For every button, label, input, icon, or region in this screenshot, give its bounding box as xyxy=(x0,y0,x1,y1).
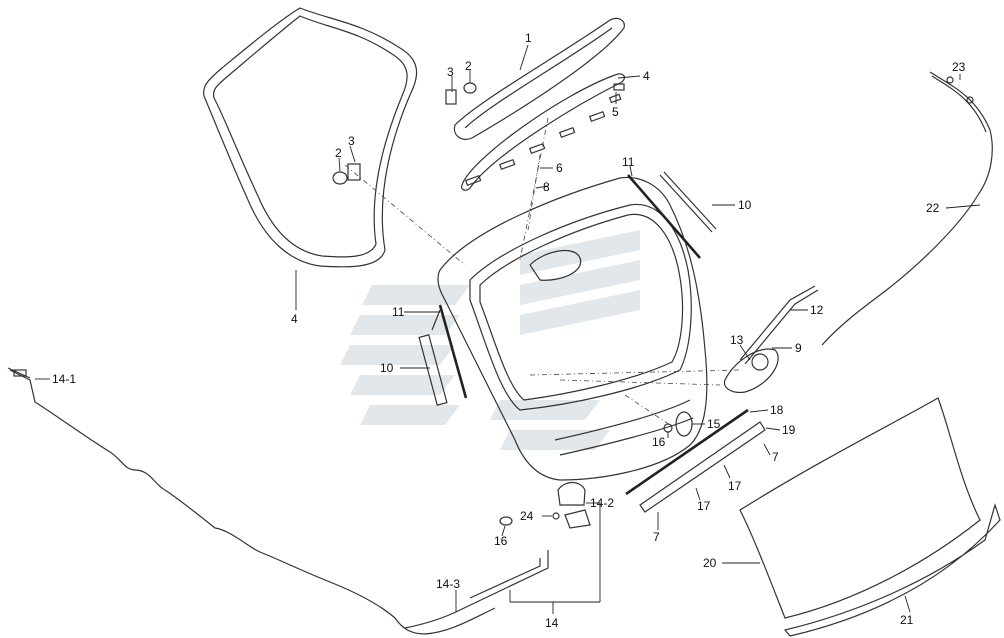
washer-hose xyxy=(821,71,993,346)
release-cable xyxy=(7,367,496,635)
tailgate-panel xyxy=(437,176,708,481)
label-9: 9 xyxy=(795,341,802,355)
label-20: 20 xyxy=(703,556,717,570)
label-17-lower: 17 xyxy=(697,499,711,513)
label-6: 6 xyxy=(556,161,563,175)
stay-11-right xyxy=(627,174,701,259)
label-12: 12 xyxy=(810,303,824,317)
label-5: 5 xyxy=(612,105,619,119)
garnish-18 xyxy=(625,408,749,496)
weatherstrip-seal xyxy=(203,7,418,268)
centerlines xyxy=(344,117,741,426)
label-10-right: 10 xyxy=(738,198,752,212)
label-14-2: 14-2 xyxy=(590,496,614,510)
rear-glass xyxy=(739,397,981,619)
leader-lines xyxy=(35,44,981,614)
cable-guide-14-3 xyxy=(404,550,549,629)
label-10-left: 10 xyxy=(380,361,394,375)
label-22: 22 xyxy=(926,201,940,215)
label-4-seal: 4 xyxy=(291,312,298,326)
label-7-right: 7 xyxy=(772,450,779,464)
gas-strut-right xyxy=(659,171,717,233)
garnish-19 xyxy=(639,421,766,513)
label-14: 14 xyxy=(545,616,559,630)
spoiler-seal-strip xyxy=(461,73,626,191)
wiper-arm xyxy=(739,285,819,365)
label-3-left: 3 xyxy=(348,134,355,148)
label-11-right: 11 xyxy=(622,155,635,169)
label-7-lower: 7 xyxy=(653,530,660,544)
label-24: 24 xyxy=(520,509,534,523)
label-8: 8 xyxy=(543,180,550,194)
label-2-left: 2 xyxy=(335,146,342,160)
label-16-lower: 16 xyxy=(494,534,508,548)
label-18: 18 xyxy=(770,403,784,417)
stay-11-left xyxy=(438,304,468,399)
spoiler-clips xyxy=(464,83,625,186)
label-3-top: 3 xyxy=(447,65,454,79)
label-17-upper: 17 xyxy=(728,479,742,493)
label-23: 23 xyxy=(952,60,966,74)
label-14-3: 14-3 xyxy=(436,577,460,591)
latch-assembly xyxy=(499,481,591,529)
label-13: 13 xyxy=(730,333,744,347)
part-labels: 1 2 3 4 5 3 2 6 8 11 10 4 11 10 12 13 9 … xyxy=(52,31,966,630)
glass-molding xyxy=(783,502,1001,637)
label-19: 19 xyxy=(782,423,796,437)
label-11-left: 11 xyxy=(392,305,405,319)
rear-spoiler xyxy=(453,17,625,140)
gas-strut-left xyxy=(418,309,448,406)
label-15: 15 xyxy=(707,417,721,431)
label-1: 1 xyxy=(525,31,532,45)
label-16-right: 16 xyxy=(652,435,666,449)
label-2-top: 2 xyxy=(465,59,472,73)
label-4-spoiler: 4 xyxy=(643,69,650,83)
watermark-logo xyxy=(340,230,640,450)
label-21: 21 xyxy=(900,613,914,627)
label-14-1: 14-1 xyxy=(52,372,76,386)
